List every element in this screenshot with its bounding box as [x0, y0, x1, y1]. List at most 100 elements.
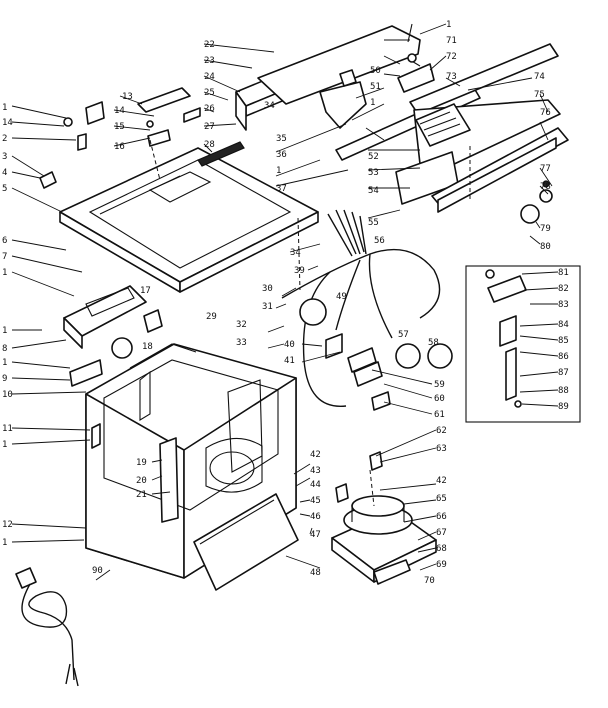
callout-1e: 1: [2, 538, 7, 548]
callout-44: 44: [310, 480, 321, 490]
callout-35: 35: [276, 134, 287, 144]
callout-61: 61: [434, 410, 445, 420]
callout-2: 2: [2, 134, 7, 144]
callout-62: 62: [436, 426, 447, 436]
callout-5: 5: [2, 184, 7, 194]
callout-77: 77: [540, 164, 551, 174]
callout-33: 33: [236, 338, 247, 348]
callout-13: 13: [122, 92, 133, 102]
cabinet-top: [59, 147, 319, 293]
callout-1c: 1: [2, 358, 7, 368]
callout-16: 16: [114, 142, 125, 152]
callout-23: 23: [204, 56, 215, 66]
wiring-harness: [281, 209, 453, 411]
callout-29: 29: [206, 312, 217, 322]
callout-1a: 1: [2, 103, 7, 113]
callout-30: 30: [262, 284, 273, 294]
callout-10: 10: [2, 390, 13, 400]
front-panel-bracket: [63, 285, 163, 387]
callout-78: 78: [540, 182, 551, 192]
callout-34a: 34: [264, 101, 275, 111]
callout-18: 18: [142, 342, 153, 352]
callout-49: 49: [336, 292, 347, 302]
leader-lines: [11, 23, 559, 581]
callout-4: 4: [2, 168, 7, 178]
callout-41: 41: [284, 356, 295, 366]
callout-1f: 1: [2, 326, 7, 336]
control-panel-assembly: [235, 23, 569, 224]
callout-47: 47: [310, 530, 321, 540]
callout-76: 76: [540, 108, 551, 118]
callout-70: 70: [424, 576, 435, 586]
callout-83: 83: [558, 300, 569, 310]
callout-60: 60: [434, 394, 445, 404]
callout-89: 89: [558, 402, 569, 412]
callout-17: 17: [140, 286, 151, 296]
callout-26: 26: [204, 104, 215, 114]
pump-motor-assembly: [331, 451, 437, 585]
callout-20: 20: [136, 476, 147, 486]
callout-56: 56: [374, 236, 385, 246]
callout-37: 37: [276, 184, 287, 194]
callout-84: 84: [558, 320, 569, 330]
construction-lines: [149, 139, 471, 507]
callout-85: 85: [558, 336, 569, 346]
callout-1h: 1: [370, 98, 375, 108]
callout-46: 46: [310, 512, 321, 522]
callout-labels: 1 14 2 3 4 5 6 7 1 1 8 1 9 10 11 1 12 1 …: [2, 20, 569, 586]
callout-86: 86: [558, 352, 569, 362]
callout-43: 43: [310, 466, 321, 476]
callout-79: 79: [540, 224, 551, 234]
callout-24: 24: [204, 72, 215, 82]
callout-12: 12: [2, 520, 13, 530]
callout-14b: 14: [114, 106, 125, 116]
callout-25: 25: [204, 88, 215, 98]
hinge-parts: [39, 87, 245, 189]
callout-28: 28: [204, 140, 215, 150]
callout-88: 88: [558, 386, 569, 396]
callout-3: 3: [2, 152, 7, 162]
power-cord: [15, 567, 79, 687]
callout-75: 75: [534, 90, 545, 100]
callout-74: 74: [534, 72, 545, 82]
callout-1g: 1: [276, 166, 281, 176]
callout-39: 39: [294, 266, 305, 276]
callout-1d: 1: [2, 440, 7, 450]
callout-15: 15: [114, 122, 125, 132]
callout-36: 36: [276, 150, 287, 160]
callout-48: 48: [310, 568, 321, 578]
callout-22: 22: [204, 40, 215, 50]
callout-27: 27: [204, 122, 215, 132]
callout-87: 87: [558, 368, 569, 378]
callout-40: 40: [284, 340, 295, 350]
access-panel: [193, 493, 299, 591]
callout-32: 32: [236, 320, 247, 330]
callout-73: 73: [446, 72, 457, 82]
callout-82: 82: [558, 284, 569, 294]
callout-6: 6: [2, 236, 7, 246]
callout-53: 53: [368, 168, 379, 178]
callout-50: 50: [370, 66, 381, 76]
callout-80: 80: [540, 242, 551, 252]
callout-45: 45: [310, 496, 321, 506]
callout-81: 81: [558, 268, 569, 278]
callout-1b: 1: [2, 268, 7, 278]
callout-65: 65: [436, 494, 447, 504]
callout-1i: 1: [446, 20, 451, 30]
callout-66: 66: [436, 512, 447, 522]
callout-19: 19: [136, 458, 147, 468]
callout-42b: 42: [436, 476, 447, 486]
callout-69: 69: [436, 560, 447, 570]
callout-9: 9: [2, 374, 7, 384]
callout-67: 67: [436, 528, 447, 538]
callout-34b: 34: [290, 248, 301, 258]
callout-7: 7: [2, 252, 7, 262]
callout-63: 63: [436, 444, 447, 454]
callout-11: 11: [2, 424, 13, 434]
callout-31: 31: [262, 302, 273, 312]
callout-8: 8: [2, 344, 7, 354]
callout-71: 71: [446, 36, 457, 46]
callout-55: 55: [368, 218, 379, 228]
callout-21: 21: [136, 490, 147, 500]
